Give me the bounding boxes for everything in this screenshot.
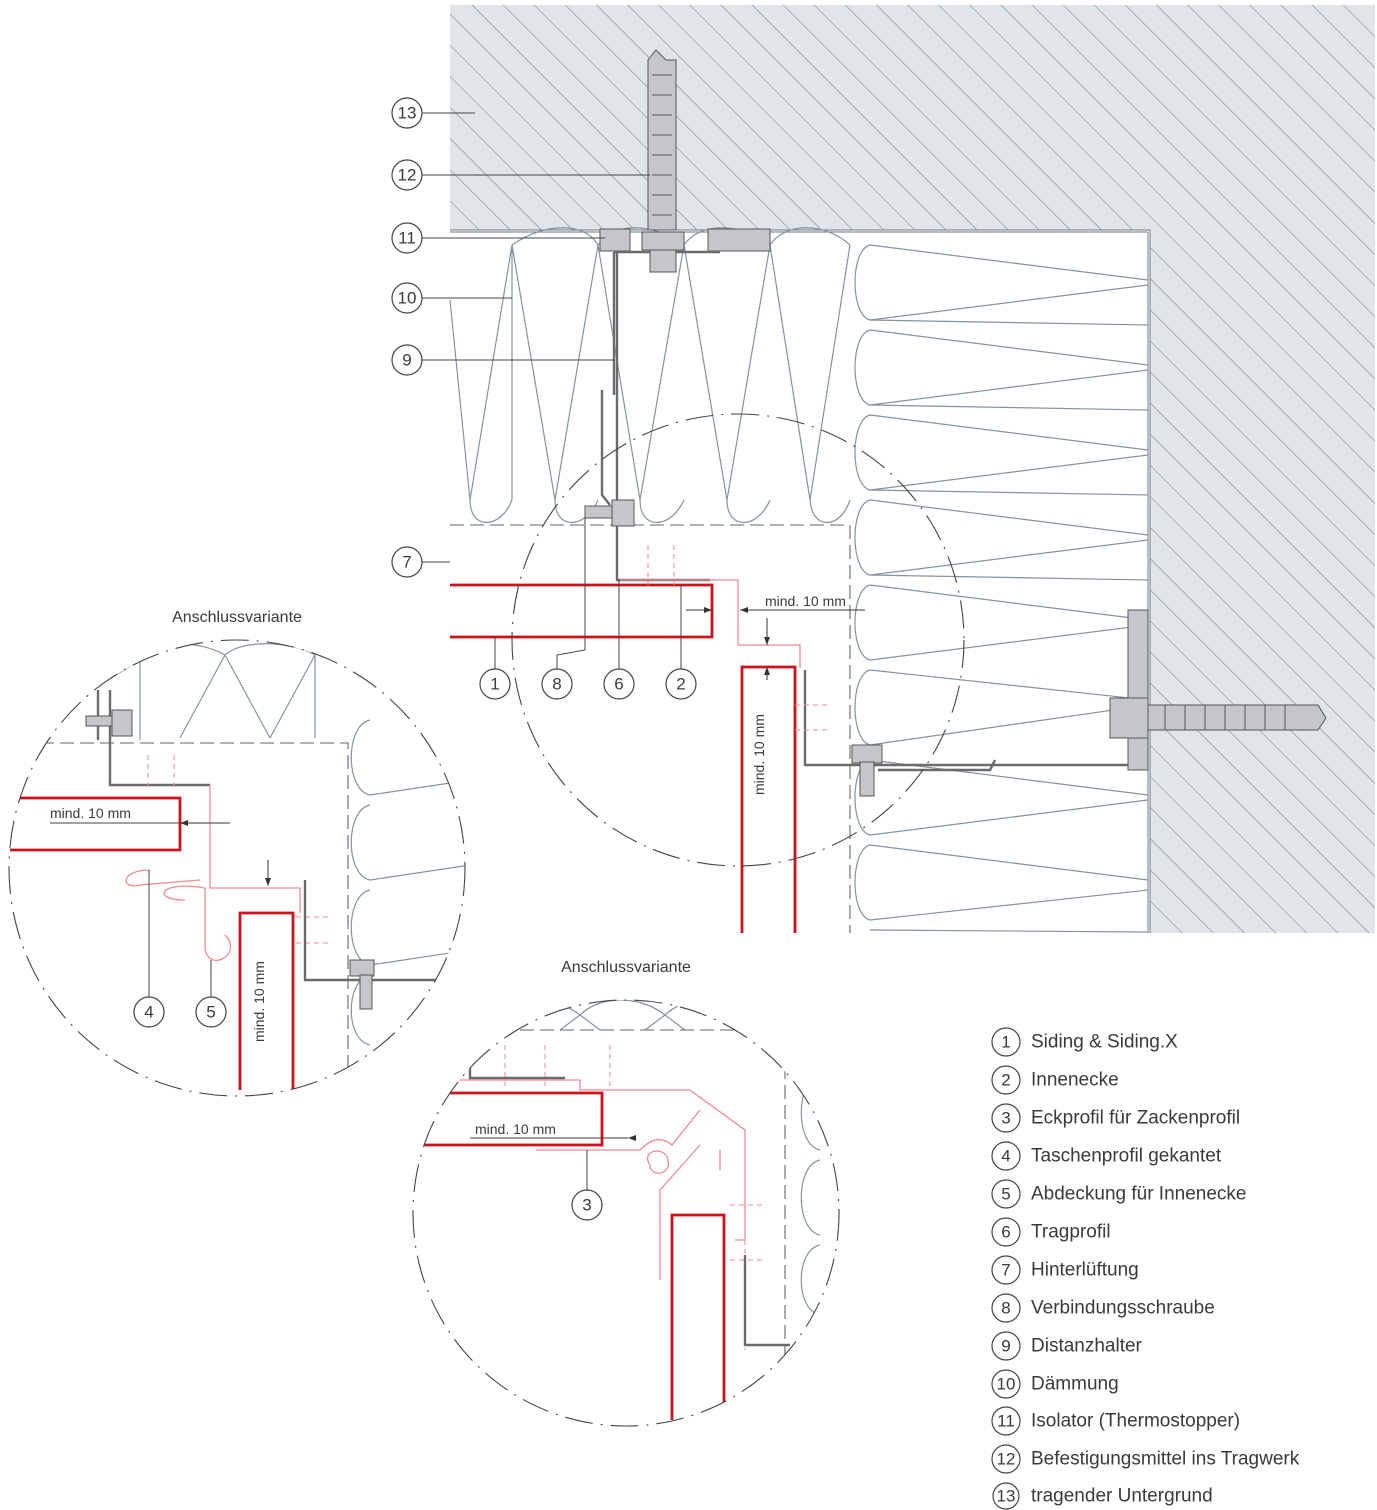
callout-11: 11	[391, 222, 423, 254]
legend-item-3: 3 Eckprofil für Zackenprofil	[991, 1103, 1240, 1133]
detail-left-caption: Anschlussvariante	[172, 609, 302, 626]
legend-item-5: 5 Abdeckung für Innenecke	[991, 1179, 1247, 1209]
svg-text:Taschenprofil gekantet: Taschenprofil gekantet	[1031, 1146, 1222, 1167]
legend-item-13: 13 tragender Untergrund	[992, 1482, 1213, 1510]
svg-text:9: 9	[402, 351, 411, 370]
legend-item-9: 9 Distanzhalter	[991, 1331, 1143, 1361]
callout-3: 3	[571, 1189, 603, 1221]
svg-text:Hinterlüftung: Hinterlüftung	[1031, 1260, 1139, 1281]
legend-item-12: 12 Befestigungsmittel ins Tragwerk	[991, 1444, 1300, 1474]
dimension-horizontal: mind. 10 mm	[686, 593, 865, 613]
detail-left-dim-v: mind. 10 mm	[251, 961, 267, 1042]
insulation-top	[449, 227, 1148, 933]
top-bracket	[599, 228, 771, 582]
svg-text:10: 10	[997, 1375, 1016, 1394]
svg-text:6: 6	[1001, 1223, 1010, 1242]
detail-left: Anschlussvariante mind. 10 mm mind. 10 m…	[8, 609, 466, 1097]
connecting-screw	[584, 499, 635, 527]
callout-4: 4	[133, 996, 165, 1028]
svg-text:7: 7	[1001, 1261, 1010, 1280]
top-anchor	[641, 49, 685, 273]
detail-circle-main	[511, 413, 965, 867]
detail-bottom: Anschlussvariante mind. 10 mm	[412, 959, 840, 1427]
svg-text:Innenecke: Innenecke	[1031, 1070, 1119, 1091]
svg-text:6: 6	[614, 675, 623, 694]
right-anchor	[1109, 697, 1327, 739]
dimension-label-vertical: mind. 10 mm	[751, 714, 767, 795]
callout-8: 8	[541, 668, 573, 700]
svg-text:Verbindungsschraube: Verbindungsschraube	[1031, 1298, 1215, 1319]
svg-text:Dämmung: Dämmung	[1031, 1374, 1119, 1395]
detail-circle-left	[8, 639, 466, 1097]
svg-text:3: 3	[582, 1196, 591, 1215]
load-bearing-substrate	[450, 5, 1375, 933]
callout-9: 9	[391, 344, 423, 376]
svg-text:10: 10	[398, 289, 417, 308]
svg-text:Tragprofil: Tragprofil	[1031, 1222, 1111, 1243]
legend-item-1: 1 Siding & Siding.X	[991, 1027, 1178, 1057]
detail-bottom-caption: Anschlussvariante	[561, 959, 691, 976]
svg-text:12: 12	[997, 1450, 1016, 1469]
svg-text:5: 5	[206, 1003, 215, 1022]
svg-text:tragender Untergrund: tragender Untergrund	[1031, 1486, 1213, 1507]
cladding-right	[740, 665, 797, 933]
svg-text:Befestigungsmittel ins Tragwer: Befestigungsmittel ins Tragwerk	[1031, 1449, 1300, 1470]
callout-2: 2	[665, 668, 697, 700]
svg-text:11: 11	[997, 1412, 1015, 1431]
detail-left-dim-h: mind. 10 mm	[50, 805, 131, 821]
legend-item-7: 7 Hinterlüftung	[991, 1255, 1139, 1285]
detail-bottom-dim-h: mind. 10 mm	[475, 1121, 556, 1137]
legend-item-2: 2 Innenecke	[991, 1065, 1119, 1095]
svg-text:Abdeckung für Innenecke: Abdeckung für Innenecke	[1031, 1184, 1247, 1205]
svg-text:13: 13	[398, 104, 417, 123]
legend-item-10: 10 Dämmung	[991, 1369, 1119, 1399]
svg-text:11: 11	[398, 229, 416, 248]
svg-text:4: 4	[1001, 1147, 1010, 1166]
svg-text:Distanzhalter: Distanzhalter	[1031, 1336, 1143, 1357]
svg-text:Isolator (Thermostopper): Isolator (Thermostopper)	[1031, 1411, 1240, 1432]
svg-text:12: 12	[398, 166, 417, 185]
svg-text:13: 13	[997, 1487, 1016, 1506]
dimension-vertical: mind. 10 mm	[751, 618, 770, 795]
callout-1: 1	[479, 668, 511, 700]
callout-7: 7	[391, 546, 423, 578]
legend-item-8: 8 Verbindungsschraube	[991, 1293, 1215, 1323]
leader-lines	[148, 112, 682, 1190]
svg-text:1: 1	[1001, 1033, 1010, 1052]
cladding-top	[450, 583, 714, 639]
callout-12: 12	[391, 159, 423, 191]
legend-item-4: 4 Taschenprofil gekantet	[991, 1141, 1222, 1171]
svg-text:Eckprofil für Zackenprofil: Eckprofil für Zackenprofil	[1031, 1108, 1240, 1129]
svg-text:5: 5	[1001, 1185, 1010, 1204]
legend: 1 Siding & Siding.X 2 Innenecke 3 Eckprofil…	[991, 1027, 1300, 1510]
callout-6: 6	[603, 668, 635, 700]
svg-text:7: 7	[402, 553, 411, 572]
dimension-label-horizontal: mind. 10 mm	[765, 593, 846, 609]
svg-text:2: 2	[676, 675, 685, 694]
svg-text:3: 3	[1001, 1109, 1010, 1128]
insulation-right	[854, 232, 1149, 933]
legend-item-11: 11 Isolator (Thermostopper)	[991, 1406, 1240, 1436]
callout-13: 13	[391, 97, 423, 129]
legend-item-6: 6 Tragprofil	[991, 1217, 1111, 1247]
callout-10: 10	[391, 282, 423, 314]
svg-text:8: 8	[552, 675, 561, 694]
inner-corner-profile	[620, 545, 830, 731]
svg-text:4: 4	[144, 1003, 153, 1022]
callout-5: 5	[195, 996, 227, 1028]
svg-text:2: 2	[1001, 1071, 1010, 1090]
svg-text:1: 1	[490, 675, 499, 694]
detail-circle-bottom	[412, 999, 840, 1427]
svg-text:8: 8	[1001, 1299, 1010, 1318]
svg-text:Siding & Siding.X: Siding & Siding.X	[1031, 1032, 1178, 1053]
svg-text:9: 9	[1001, 1337, 1010, 1356]
